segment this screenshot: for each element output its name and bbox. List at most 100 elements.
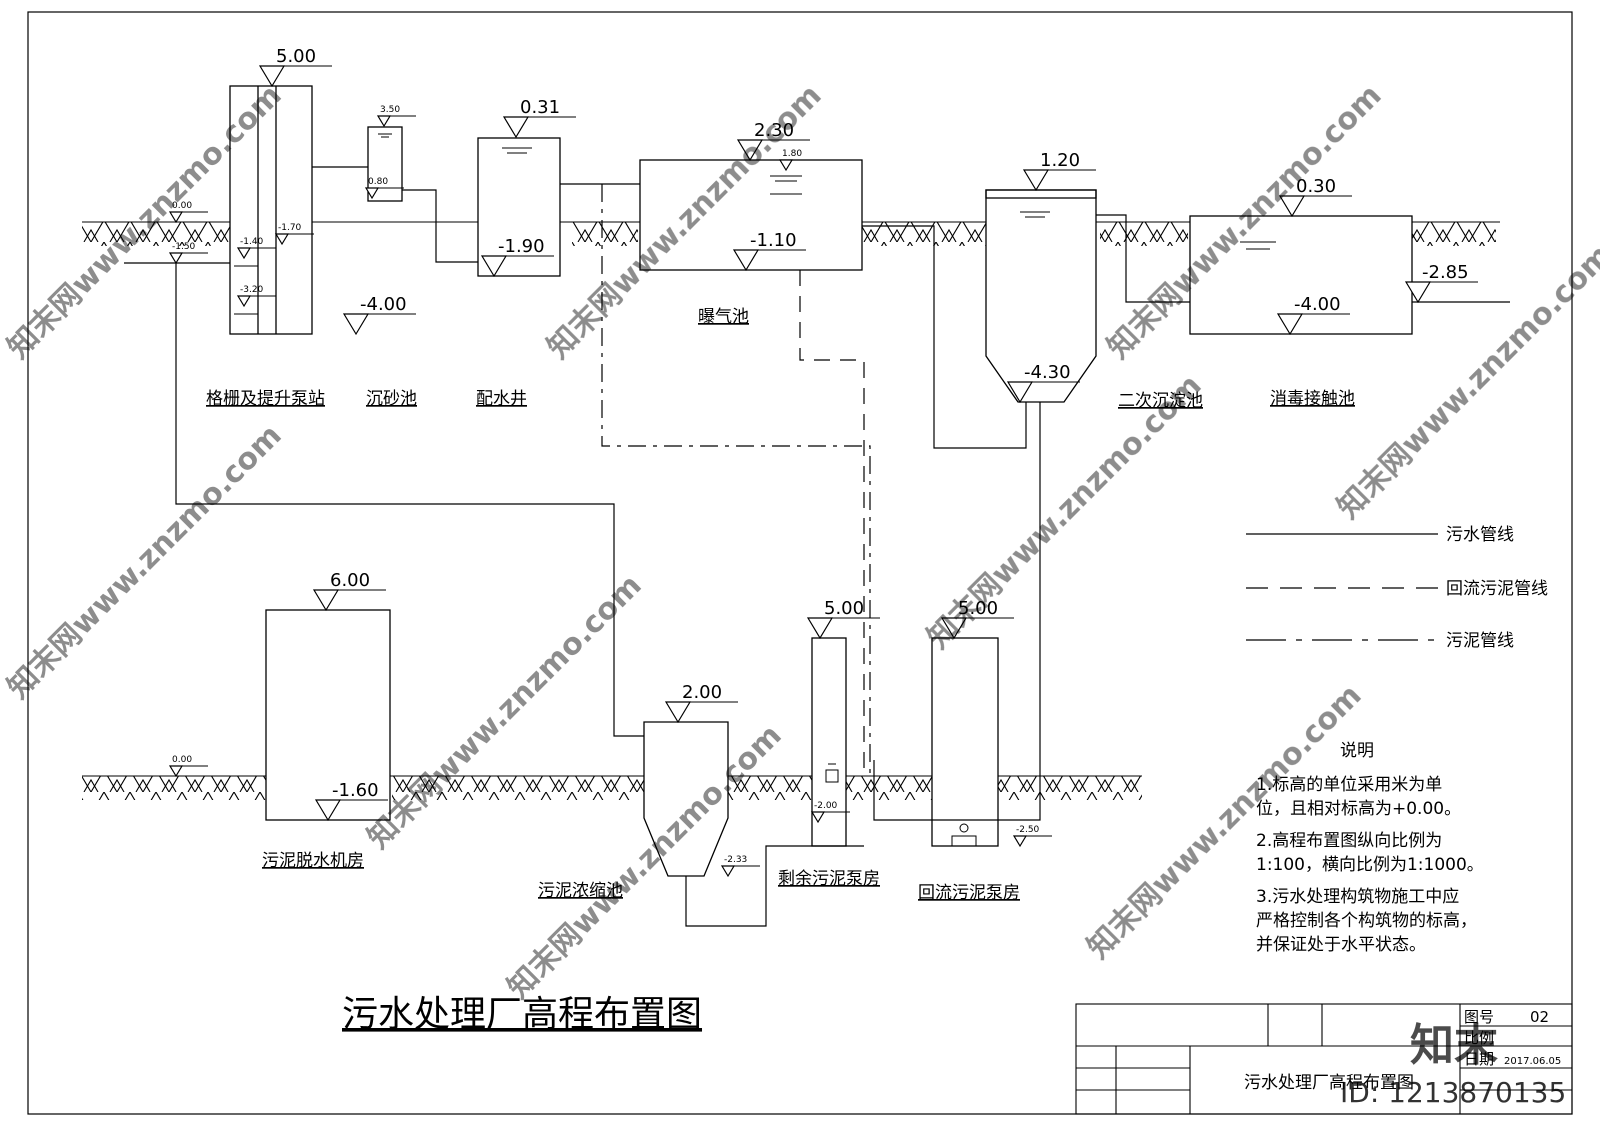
elevation-marker-return-top: 5.00 xyxy=(940,598,1014,640)
ground-bottom xyxy=(82,775,1142,800)
title-block xyxy=(1075,1003,1573,1115)
elevation-value: 0.30 xyxy=(1296,176,1336,197)
elevation-value: -2.33 xyxy=(724,855,747,865)
sewage-pipes xyxy=(124,166,1510,927)
elevation-marker-aer-base: -1.10 xyxy=(732,230,806,272)
elevation-marker-return-base: -2.50 xyxy=(1012,825,1052,848)
watermark-text: 知末网www.znzmo.com xyxy=(361,568,649,856)
notes: 说明 1.标高的单位采用米为单 位，且相对标高为+0.00。 2.高程布置图纵向… xyxy=(1256,741,1484,955)
elevation-value: -1.10 xyxy=(750,230,797,251)
elevation-value: 5.00 xyxy=(276,46,316,67)
elevation-value: 2.00 xyxy=(682,682,722,703)
elevation-marker-aer-w: 1.80 xyxy=(778,149,818,172)
legend-sludge-label: 污泥管线 xyxy=(1446,631,1514,651)
elevation-marker-ground-bottom-left: 0.00 xyxy=(168,755,208,778)
elevation-value: 5.00 xyxy=(824,598,864,619)
elevation-value: -1.40 xyxy=(240,237,264,247)
elevation-marker-dis-top: 0.30 xyxy=(1278,176,1352,218)
elevation-marker-inlet: -1.50 xyxy=(168,242,208,265)
elevation-marker-dew-top: 6.00 xyxy=(312,570,386,612)
elevation-marker-grille-w1: -1.40 xyxy=(236,237,276,260)
elevation-marker-sec-top: 1.20 xyxy=(1022,150,1096,192)
elevation-value: -2.00 xyxy=(814,801,838,811)
note-line-1: 1.标高的单位采用米为单 xyxy=(1256,775,1442,795)
legend-sewage-label: 污水管线 xyxy=(1446,525,1514,545)
note-line-5: 3.污水处理构筑物施工中应 xyxy=(1256,887,1459,907)
elevation-marker-dist-top: 0.31 xyxy=(502,97,576,139)
elevation-value: 1.20 xyxy=(1040,150,1080,171)
elevation-value: -1.60 xyxy=(332,780,379,801)
label-aeration: 曝气池 xyxy=(698,307,749,327)
elevation-marker-grille-base: -4.00 xyxy=(342,294,416,336)
legend xyxy=(1246,533,1438,641)
label-disinfection: 消毒接触池 xyxy=(1270,389,1355,409)
elevation-value: 1.80 xyxy=(782,149,802,159)
return-pump-house xyxy=(931,637,999,847)
elevation-marker-grille-top: 5.00 xyxy=(258,46,332,88)
title-block-text: 图号 02 比例 日期 2017.06.05 污水处理厂高程布置图 xyxy=(1244,1008,1561,1093)
elevation-marker-sec-base: -4.30 xyxy=(1006,362,1080,404)
note-line-7: 并保证处于水平状态。 xyxy=(1256,935,1426,955)
elevation-marker-grille-w3: -3.20 xyxy=(236,285,276,308)
drawing-frame xyxy=(27,11,1573,1115)
elevation-marker-grit-w: 0.80 xyxy=(364,177,404,200)
distribution-well xyxy=(477,137,561,277)
ground-top xyxy=(82,221,1500,246)
dewatering-house xyxy=(265,609,391,821)
elevation-marker-thick-base: -2.33 xyxy=(720,855,760,878)
structure-labels: 格栅及提升泵站 沉砂池 配水井 曝气池 二次沉淀池 消毒接触池 污泥脱水机房 污… xyxy=(206,307,1355,903)
legend-labels: 污水管线 回流污泥管线 污泥管线 xyxy=(1446,525,1548,651)
label-distribution: 配水井 xyxy=(476,389,527,409)
label-dewatering: 污泥脱水机房 xyxy=(262,851,364,871)
drawing-no-label: 图号 xyxy=(1464,1008,1494,1026)
elevation-marker-outlet: -2.85 xyxy=(1404,262,1478,304)
elevation-marker-grit-top: 3.50 xyxy=(376,105,416,128)
elevation-marker-excess-top: 5.00 xyxy=(806,598,880,640)
note-line-2: 位，且相对标高为+0.00。 xyxy=(1256,799,1461,819)
sludge-thickener xyxy=(643,721,729,877)
label-secondary: 二次沉淀池 xyxy=(1118,391,1203,411)
label-grit: 沉砂池 xyxy=(366,389,417,409)
elevation-value: -4.00 xyxy=(1294,294,1341,315)
elevation-marker-excess-base: -2.00 xyxy=(810,801,850,824)
elevation-markers: 5.00 0.00 -1.50 -1.40 -1.70 -3.20 -4.00 3.50 0.8… xyxy=(168,46,1478,878)
notes-heading: 说明 xyxy=(1340,741,1374,761)
structures xyxy=(229,85,1413,877)
label-return-pump: 回流污泥泵房 xyxy=(918,883,1020,903)
drawing-title: 污水处理厂高程布置图 xyxy=(342,994,702,1035)
elevation-value: 0.80 xyxy=(368,177,388,187)
elevation-value: -3.20 xyxy=(240,285,264,295)
sludge-pipes xyxy=(601,184,871,778)
elevation-value: 2.30 xyxy=(754,120,794,141)
elevation-value: -4.00 xyxy=(360,294,407,315)
elevation-value: 0.00 xyxy=(172,201,192,211)
label-thickener: 污泥浓缩池 xyxy=(538,881,623,901)
elevation-value: -1.70 xyxy=(278,223,302,233)
note-line-4: 1:100，横向比例为1:1000。 xyxy=(1256,855,1484,875)
elevation-marker-grille-w2: -1.70 xyxy=(274,223,314,246)
structure-details xyxy=(234,133,1276,847)
grille-pump-station xyxy=(229,85,313,335)
elevation-value: -4.30 xyxy=(1024,362,1071,383)
watermark-logo: 知末 xyxy=(1410,1020,1498,1071)
date-value: 2017.06.05 xyxy=(1504,1056,1561,1067)
label-excess-pump: 剩余污泥泵房 xyxy=(778,869,880,889)
elevation-value: -1.50 xyxy=(172,242,196,252)
excess-pump-house xyxy=(811,637,847,847)
elevation-value: -2.50 xyxy=(1016,825,1040,835)
elevation-value: 0.00 xyxy=(172,755,192,765)
title-block-name: 污水处理厂高程布置图 xyxy=(1244,1073,1414,1093)
elevation-value: 5.00 xyxy=(958,598,998,619)
date-label: 日期 xyxy=(1464,1050,1494,1068)
watermark-id: ID: 1213870135 xyxy=(1340,1076,1566,1109)
elevation-value: 6.00 xyxy=(330,570,370,591)
watermark-text: 知末网www.znzmo.com xyxy=(1,418,289,706)
elevation-marker-dist-base: -1.90 xyxy=(480,236,554,278)
elevation-marker-dew-base: -1.60 xyxy=(314,780,388,822)
legend-return-label: 回流污泥管线 xyxy=(1446,579,1548,599)
scale-label: 比例 xyxy=(1464,1029,1494,1047)
elevation-marker-aer-top: 2.30 xyxy=(736,120,810,162)
elevation-value: 3.50 xyxy=(380,105,400,115)
note-line-6: 严格控制各个构筑物的标高， xyxy=(1256,911,1477,931)
